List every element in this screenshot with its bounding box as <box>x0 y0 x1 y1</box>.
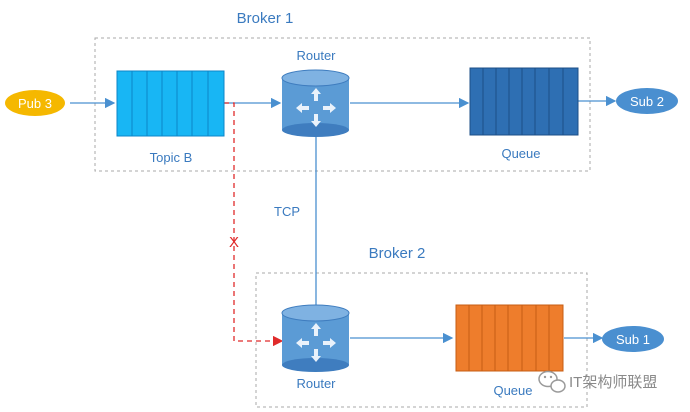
broker2-boundary <box>255 272 588 408</box>
topic-b-label: Topic B <box>150 150 193 165</box>
broker1-boundary <box>94 37 591 172</box>
tcp-label: TCP <box>274 204 300 219</box>
broker2-title: Broker 2 <box>369 245 426 262</box>
blocked-path-line <box>224 102 284 347</box>
queue2-label: Queue <box>493 383 532 398</box>
router1-label: Router <box>296 48 336 63</box>
sub1-node: Sub 1 <box>602 326 664 352</box>
router1-icon <box>281 69 350 137</box>
sub2-node: Sub 2 <box>616 88 678 114</box>
blocked-x-mark: X <box>229 234 239 251</box>
sub2-label: Sub 2 <box>630 94 664 109</box>
pub3-label: Pub 3 <box>18 96 52 111</box>
topic-b-block <box>116 70 225 137</box>
router2-label: Router <box>296 376 336 391</box>
queue1-label: Queue <box>501 146 540 161</box>
queue1-block <box>469 67 579 136</box>
watermark-text: IT架构师联盟 <box>569 374 657 391</box>
router2-icon <box>281 304 350 372</box>
wechat-icon <box>538 370 566 393</box>
broker1-title: Broker 1 <box>237 10 294 27</box>
sub1-label: Sub 1 <box>616 332 650 347</box>
pub3-node: Pub 3 <box>5 90 65 116</box>
queue2-block <box>455 304 564 372</box>
